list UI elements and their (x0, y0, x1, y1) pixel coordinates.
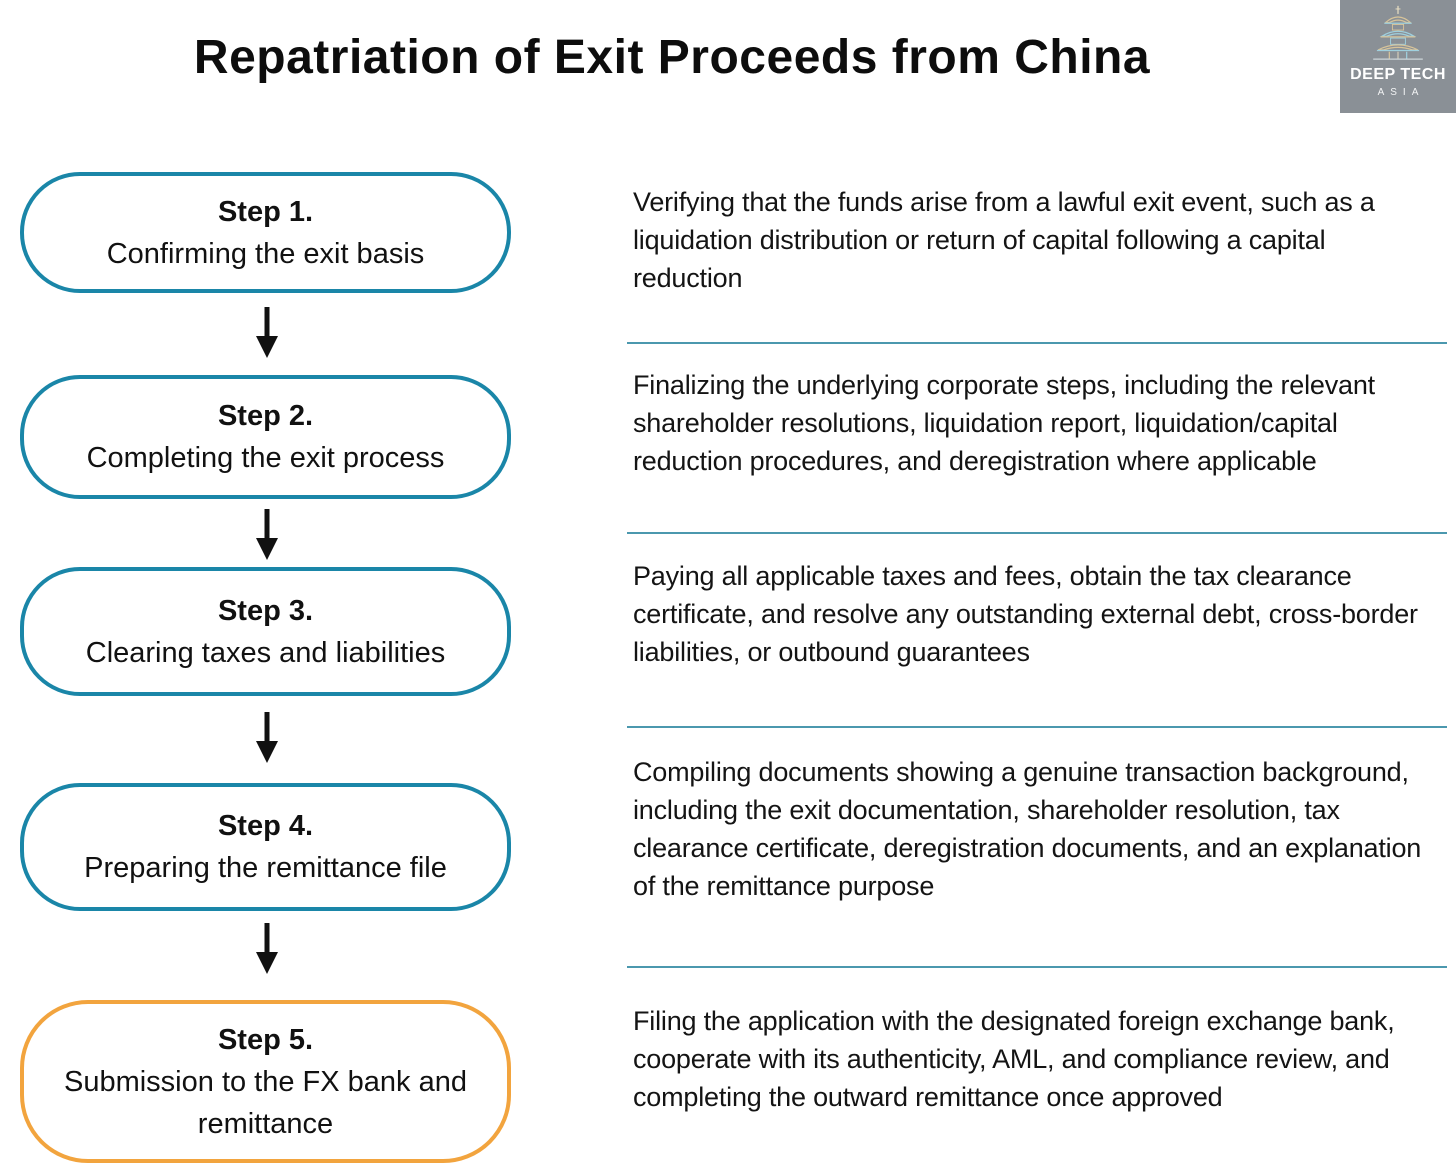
step-2-box: Step 2. Completing the exit process (20, 375, 511, 499)
divider-line (627, 726, 1447, 728)
step-4-description: Compiling documents showing a genuine tr… (633, 757, 1422, 901)
flow-arrow-icon (256, 509, 278, 560)
step-1-name: Confirming the exit basis (106, 237, 425, 270)
step-4-box: Step 4. Preparing the remittance file (20, 783, 511, 911)
step-1-box: Step 1. Confirming the exit basis (20, 172, 511, 293)
step-5-box: Step 5. Submission to the FX bank and re… (20, 1000, 511, 1163)
step-2-description: Finalizing the underlying corporate step… (633, 370, 1375, 476)
pagoda-icon (1373, 5, 1423, 60)
step-2-name: Completing the exit process (86, 442, 445, 474)
flow-arrow-icon (256, 307, 278, 358)
deep-tech-asia-logo: DEEP TECH ASIA (1340, 0, 1456, 113)
step-5-name: Submission to the FX bank and remittance (63, 1065, 467, 1140)
page-title: Repatriation of Exit Proceeds from China (193, 31, 1151, 84)
logo-text-deep-tech: DEEP TECH (1350, 66, 1446, 83)
step-3-name: Clearing taxes and liabilities (85, 636, 446, 669)
step-3-box: Step 3. Clearing taxes and liabilities (20, 567, 511, 696)
step-4-label: Step 4. (217, 810, 314, 842)
step-1-label: Step 1. (217, 195, 314, 228)
divider-line (627, 966, 1447, 968)
step-5-description: Filing the application with the designat… (633, 1006, 1395, 1112)
step-1-description: Verifying that the funds arise from a la… (633, 187, 1375, 293)
step-2-label: Step 2. (217, 400, 314, 432)
divider-line (627, 342, 1447, 344)
step-3-description: Paying all applicable taxes and fees, ob… (633, 561, 1418, 667)
flow-arrow-icon (256, 923, 278, 974)
divider-line (627, 532, 1447, 534)
logo-text-asia: ASIA (1377, 87, 1425, 98)
step-4-name: Preparing the remittance file (84, 852, 447, 884)
step-5-label: Step 5. (217, 1023, 314, 1056)
step-3-label: Step 3. (217, 594, 314, 627)
flow-arrow-icon (256, 712, 278, 763)
